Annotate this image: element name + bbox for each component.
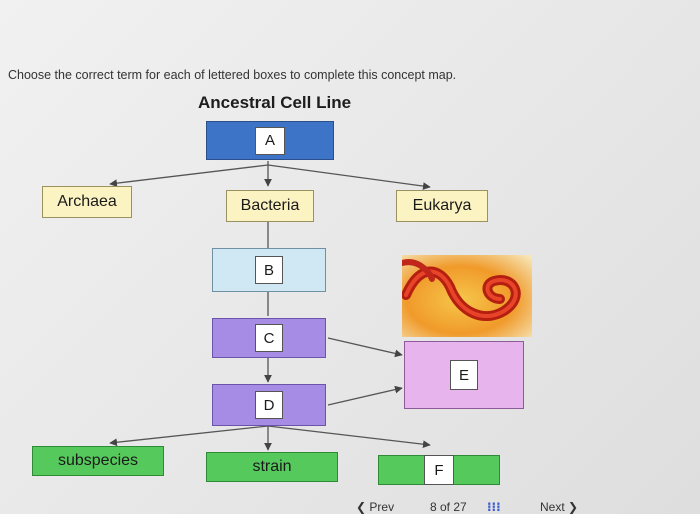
bacteria-photo [402, 255, 532, 337]
instructions-text: Choose the correct term for each of lett… [8, 68, 457, 82]
box-a: A [206, 121, 334, 160]
box-c: C [212, 318, 326, 358]
answer-slot-d[interactable]: D [255, 391, 283, 419]
prev-button[interactable]: ❮ Prev [356, 500, 394, 514]
box-bacteria: Bacteria [226, 190, 314, 222]
chevron-right-icon: ❯ [568, 500, 579, 514]
prev-label: Prev [369, 500, 395, 514]
box-strain: strain [206, 452, 338, 482]
answer-slot-f[interactable]: F [424, 455, 454, 485]
box-archaea: Archaea [42, 186, 132, 218]
box-f: F [378, 455, 500, 485]
concept-map-title: Ancestral Cell Line [198, 93, 352, 112]
next-button[interactable]: Next ❯ [540, 500, 578, 514]
chevron-left-icon: ❮ [356, 500, 367, 514]
next-label: Next [540, 500, 565, 514]
grid-icon[interactable]: ⁝⁝⁝ [487, 500, 501, 514]
answer-slot-a[interactable]: A [255, 126, 285, 155]
box-e: E [404, 341, 524, 409]
box-b: B [212, 248, 326, 292]
page-counter: 8 of 27 [430, 500, 467, 514]
box-subspecies: subspecies [32, 446, 164, 476]
answer-slot-b[interactable]: B [255, 256, 283, 284]
box-d: D [212, 384, 326, 426]
box-eukarya: Eukarya [396, 190, 488, 222]
answer-slot-c[interactable]: C [255, 324, 283, 352]
bacteria-image [402, 255, 532, 337]
answer-slot-e[interactable]: E [450, 360, 478, 390]
